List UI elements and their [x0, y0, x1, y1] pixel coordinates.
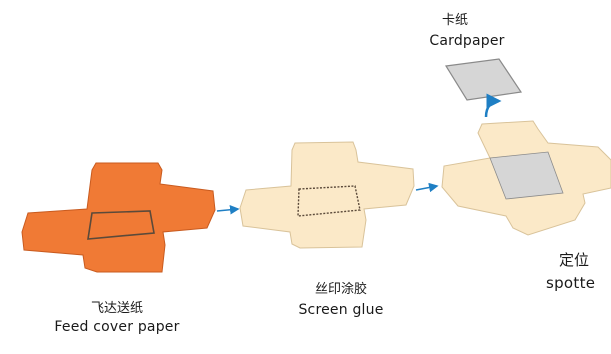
- spotted-board-shape: [441, 120, 611, 236]
- cardpaper-label-en: Cardpaper: [429, 33, 505, 49]
- cardpaper-sheet: [445, 58, 523, 101]
- arrow-right-icon: [216, 204, 240, 215]
- cover-paper-window: [87, 210, 155, 240]
- glue-window: [297, 185, 361, 217]
- feed-label-en: Feed cover paper: [54, 319, 180, 335]
- feed-label-zh: 飞达送纸: [90, 301, 143, 316]
- screen-glue-board-shape: [239, 141, 415, 249]
- spot-label-zh: 定位: [558, 251, 589, 269]
- feed-cover-paper-shape: [21, 162, 216, 273]
- spotted-cardpaper-center: [489, 151, 564, 200]
- glue-label-zh: 丝印涂胶: [314, 282, 367, 297]
- glue-label-en: Screen glue: [298, 302, 384, 318]
- spot-label-en: spotte: [546, 274, 596, 292]
- cardpaper-label-zh: 卡纸: [441, 13, 468, 28]
- curved-arrow-up-icon: [484, 93, 502, 118]
- arrow-right-icon: [415, 182, 439, 193]
